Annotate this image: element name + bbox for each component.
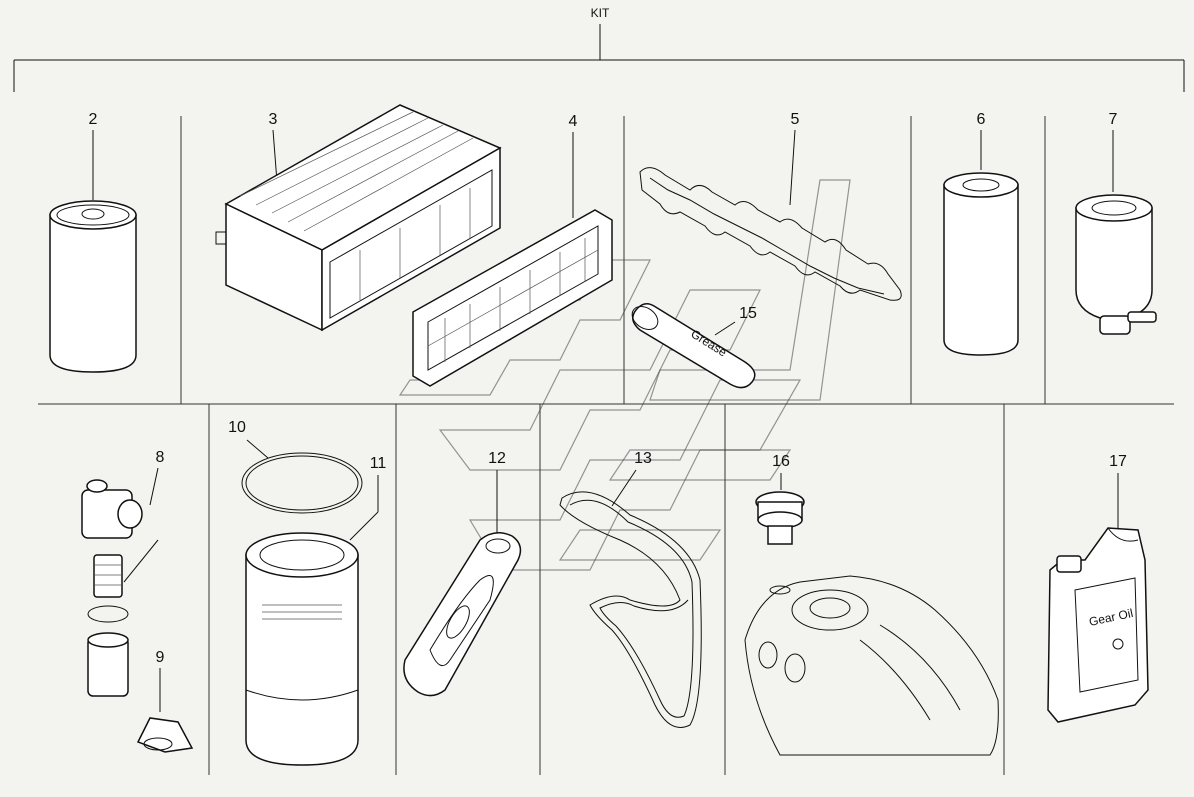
callout-13: 13 — [634, 450, 652, 467]
part-7-water-separator: 7 — [1075, 111, 1157, 335]
callout-10: 10 — [228, 419, 246, 436]
part-17-gear-oil: 17 Gear Oil — [1047, 453, 1149, 723]
callout-8: 8 — [156, 449, 165, 466]
part-16-filler-cap: 16 — [755, 453, 805, 595]
part-3-air-filter: 3 — [215, 104, 502, 332]
part-11-primary-air-filter: 11 — [245, 455, 387, 766]
callout-12: 12 — [488, 450, 506, 467]
part-12-spring-bracket: 12 — [403, 450, 522, 697]
callout-4: 4 — [569, 113, 578, 130]
callout-2: 2 — [89, 111, 98, 128]
part-9-seal-kit: 9 — [136, 649, 194, 753]
part-4-cabin-filter: 4 — [412, 113, 613, 387]
callout-17: 17 — [1109, 453, 1127, 470]
transmission-housing — [744, 575, 999, 756]
kit-bracket: KIT — [13, 6, 1185, 92]
callout-9: 9 — [156, 649, 165, 666]
grid-dividers — [38, 116, 1174, 775]
callout-6: 6 — [977, 111, 986, 128]
callout-15: 15 — [739, 305, 757, 322]
part-10-o-ring: 10 — [228, 419, 363, 514]
part-2-oil-filter: 2 — [49, 111, 137, 373]
callout-11: 11 — [370, 455, 387, 472]
callout-16: 16 — [772, 453, 790, 470]
callout-3: 3 — [269, 111, 278, 128]
kit-title: KIT — [591, 6, 610, 20]
part-15-grease-cartridge: 15 Grease — [631, 303, 757, 389]
part-8-hydraulic-filter: 8 — [81, 449, 165, 697]
part-6-fuel-filter: 6 — [943, 111, 1019, 356]
part-5-gasket: 5 — [639, 111, 902, 301]
callout-7: 7 — [1109, 111, 1118, 128]
part-13-drive-belt: 13 — [559, 450, 702, 728]
callout-5: 5 — [791, 111, 800, 128]
